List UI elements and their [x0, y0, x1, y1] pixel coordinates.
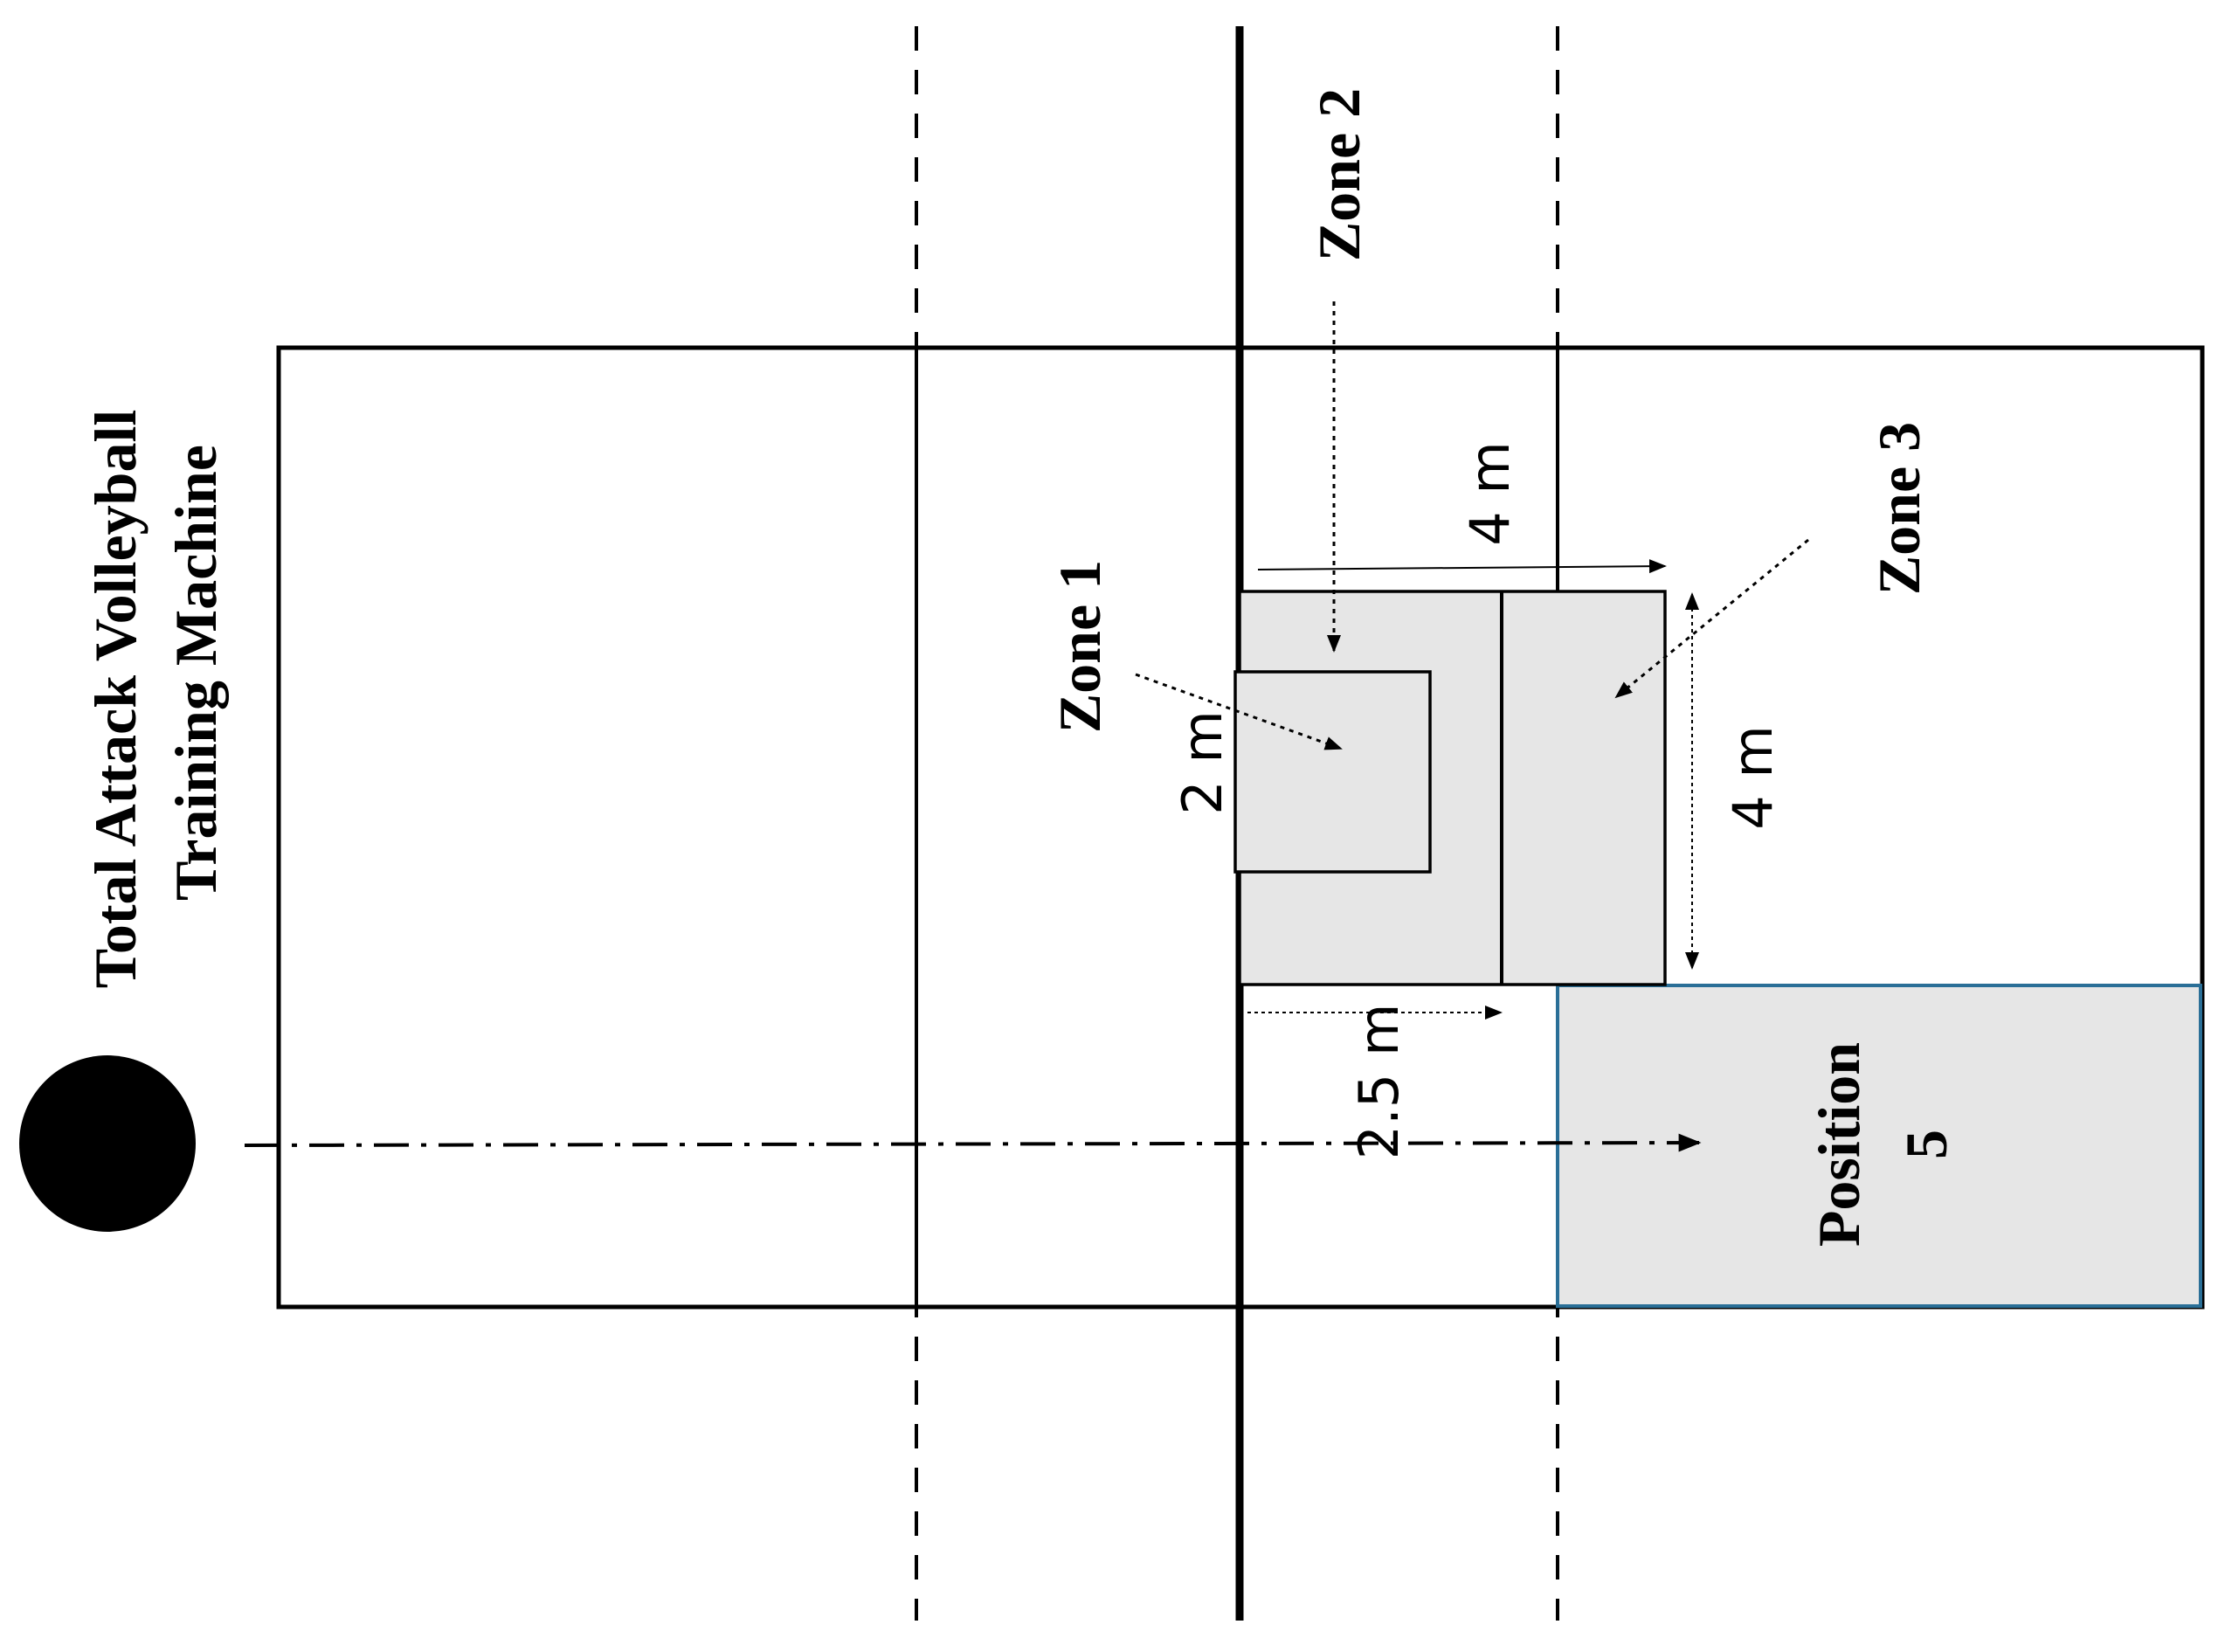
position-5-label-line1: Position: [1806, 1042, 1872, 1247]
dim-zone-1-label: 2 m: [1171, 710, 1234, 815]
position-5-area: [1556, 984, 2202, 1308]
zone-1-label: Zone 1: [1047, 560, 1113, 733]
ball-trajectory: [244, 1133, 1702, 1152]
position-5-label-line2: 5: [1893, 1130, 1959, 1159]
machine-label-line1: Total Attack Volleyball: [82, 410, 149, 989]
dim-right-height-label: 4 m: [1721, 725, 1785, 830]
training-machine-icon: [19, 1055, 196, 1232]
dim-top-width: [1257, 559, 1667, 574]
zone-2-label: Zone 2: [1306, 88, 1372, 261]
zone-1-area: [1233, 670, 1432, 874]
zone-3-label: Zone 3: [1866, 422, 1932, 595]
pointer-zone-3: [1614, 538, 1809, 699]
court-boundary: [276, 345, 2205, 1310]
machine-label-line2: Training Machine: [162, 445, 229, 901]
dim-top-width-label: 4 m: [1458, 441, 1522, 546]
dim-bottom-width-label: 2.5 m: [1347, 1004, 1411, 1160]
pointer-zone-1: [1135, 673, 1343, 750]
